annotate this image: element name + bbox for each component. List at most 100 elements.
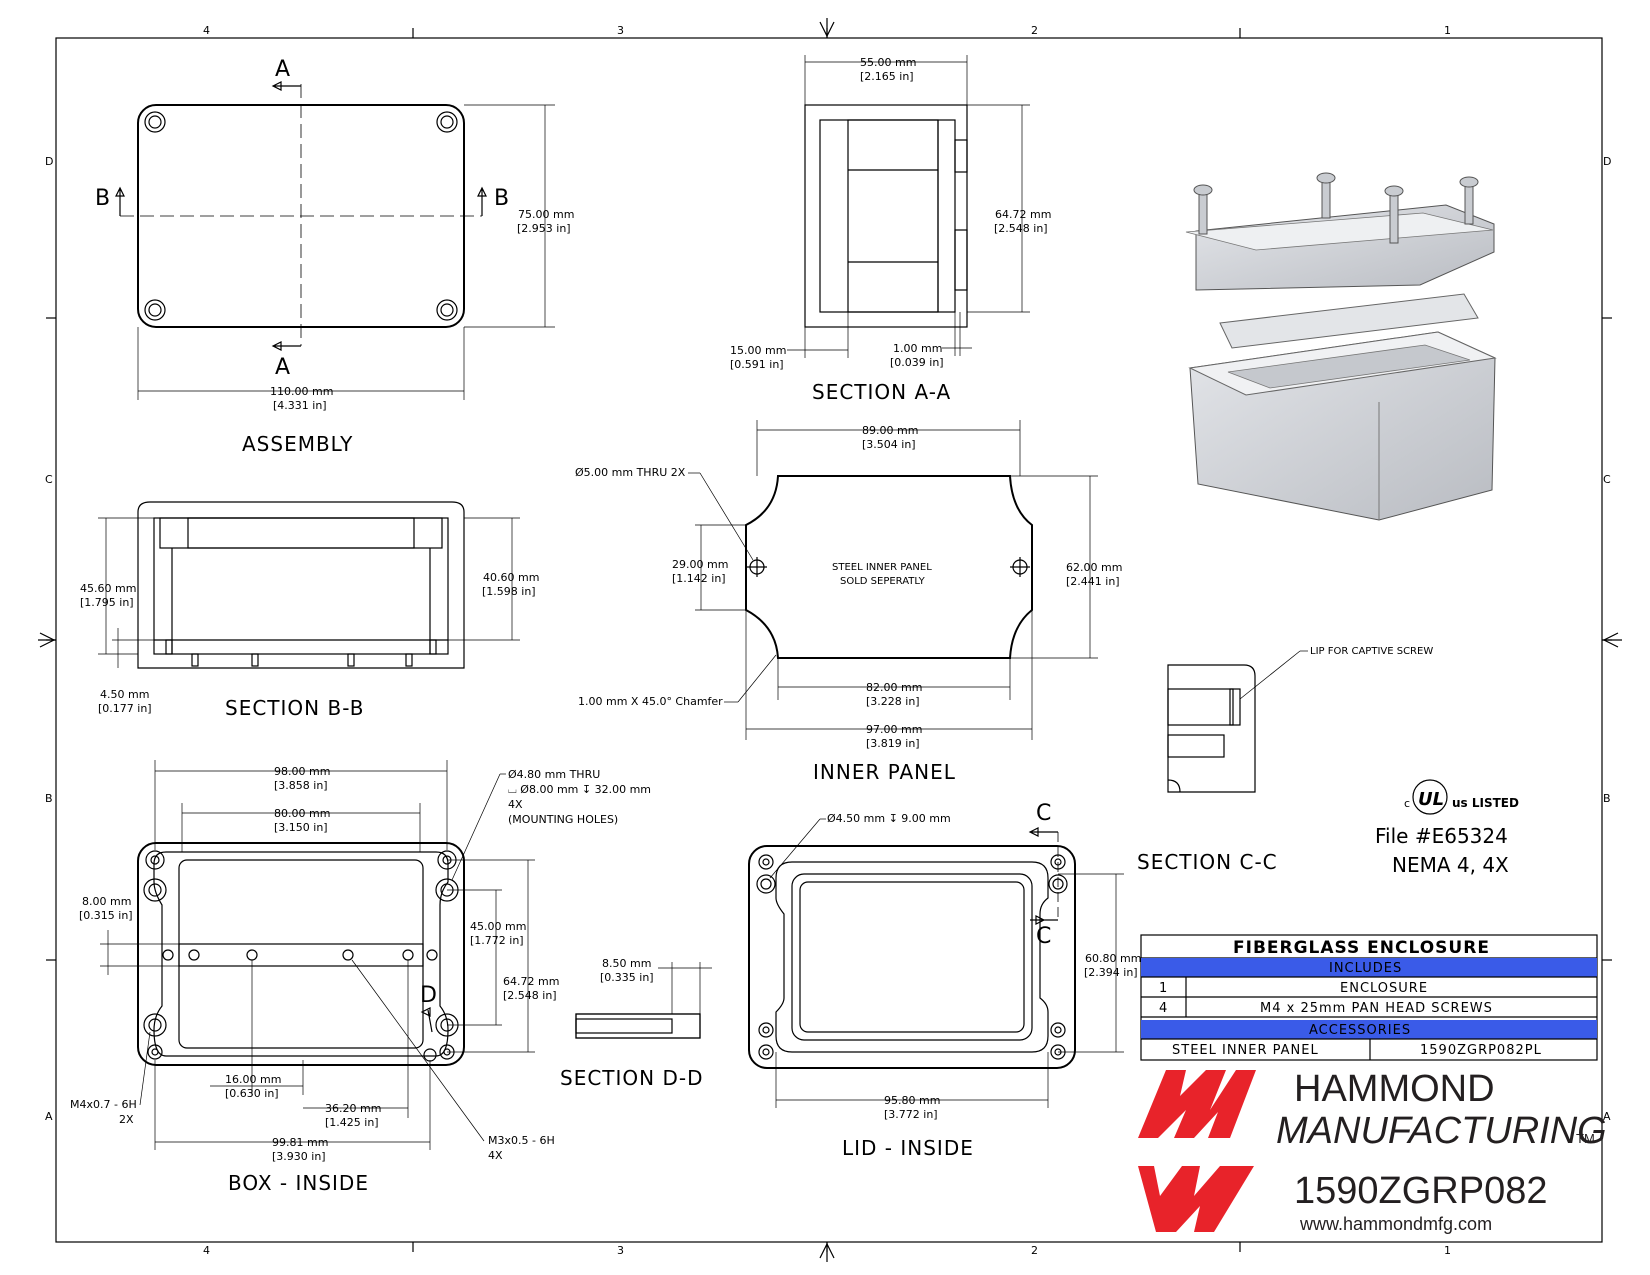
inner-panel-view: STEEL INNER PANEL SOLD SEPERATLY Ø5.00 m… [575, 420, 1122, 784]
ul-file-number: File #E65324 [1375, 824, 1508, 848]
assembly-section-b-right: B [494, 186, 509, 211]
section-aa-right-mm: 1.00 mm [893, 342, 942, 355]
assembly-height-mm: 75.00 mm [518, 208, 574, 221]
brand-tm: TM [1576, 1131, 1595, 1146]
box-mount-note-1: Ø4.80 mm THRU [508, 768, 600, 781]
box-left-in: [0.315 in] [79, 909, 133, 922]
lid-right-mm: 60.80 mm [1085, 952, 1141, 965]
assembly-section-b-left: B [95, 186, 110, 211]
section-bb-right-in: [1.598 in] [482, 585, 536, 598]
zone-bottom-1: 1 [1444, 1244, 1451, 1257]
assembly-title: ASSEMBLY [242, 432, 353, 456]
part-number: 1590ZGRP082 [1294, 1170, 1548, 1212]
box-b1-in: [0.630 in] [225, 1087, 279, 1100]
zone-labels: 4 3 2 1 4 3 2 1 D C B A D C B A [45, 24, 1611, 1257]
lid-section-c-top: C [1036, 801, 1051, 826]
inner-panel-hole-note: Ø5.00 mm THRU 2X [575, 466, 686, 479]
bom-accessories-header: ACCESSORIES [1309, 1023, 1411, 1038]
inner-panel-inner-bottom-mm: 82.00 mm [866, 681, 922, 694]
bom-row2-qty: 4 [1159, 1001, 1168, 1016]
box-top1-in: [3.858 in] [274, 779, 328, 792]
inner-panel-top-in: [3.504 in] [862, 438, 916, 451]
section-bb-left-mm: 45.60 mm [80, 582, 136, 595]
bom-accessories-band [1141, 1020, 1597, 1039]
box-top2-mm: 80.00 mm [274, 807, 330, 820]
section-bb-bottom-mm: 4.50 mm [100, 688, 149, 701]
section-aa-top-mm: 55.00 mm [860, 56, 916, 69]
inner-panel-bottom-in: [3.819 in] [866, 737, 920, 750]
row-left-b: B [45, 792, 53, 805]
lid-right-in: [2.394 in] [1084, 966, 1138, 979]
lid-inside-view: C C Ø4.50 mm ↧ 9.00 mm 60.80 mm [2.394 i… [748, 801, 1141, 1160]
box-b2-in: [1.425 in] [325, 1116, 379, 1129]
section-aa-right-in: [0.039 in] [890, 356, 944, 369]
section-aa-left-in: [0.591 in] [730, 358, 784, 371]
section-aa-height-mm: 64.72 mm [995, 208, 1051, 221]
row-left-c: C [45, 473, 53, 486]
ul-listed: us LISTED [1452, 796, 1519, 810]
assembly-width-in: [4.331 in] [273, 399, 327, 412]
ul-certification: c UL us LISTED File #E65324 NEMA 4, 4X [1375, 779, 1519, 877]
bom-accessory-desc: STEEL INNER PANEL [1172, 1043, 1319, 1058]
box-top2-in: [3.150 in] [274, 821, 328, 834]
box-thread-left-1: M4x0.7 - 6H [70, 1098, 137, 1111]
assembly-section-a-bottom: A [275, 355, 290, 380]
inner-panel-text-2: SOLD SEPERATLY [840, 576, 926, 587]
brand-line-2: MANUFACTURING [1276, 1110, 1607, 1152]
bom-table: FIBERGLASS ENCLOSURE INCLUDES 1 ENCLOSUR… [1140, 934, 1598, 1061]
bom-row1-qty: 1 [1159, 981, 1168, 996]
box-section-d: D [420, 983, 437, 1008]
box-left-mm: 8.00 mm [82, 895, 131, 908]
zone-top-2: 2 [1031, 24, 1038, 37]
section-aa-title: SECTION A-A [812, 380, 951, 404]
row-right-c: C [1603, 473, 1611, 486]
bom-accessory-part: 1590ZGRP082PL [1420, 1043, 1542, 1058]
assembly-height-in: [2.953 in] [517, 222, 571, 235]
hammond-logo [1138, 1070, 1256, 1232]
lid-hole-note: Ø4.50 mm ↧ 9.00 mm [827, 812, 951, 825]
box-right2-mm: 64.72 mm [503, 975, 559, 988]
assembly-view: A A B B 75.00 mm [2.953 in] 110.00 mm [4… [95, 57, 574, 456]
section-bb-bottom-in: [0.177 in] [98, 702, 152, 715]
row-right-a: A [1603, 1110, 1611, 1123]
section-dd-in: [0.335 in] [600, 971, 654, 984]
section-dd-mm: 8.50 mm [602, 957, 651, 970]
zone-bottom-2: 2 [1031, 1244, 1038, 1257]
box-inside-title: BOX - INSIDE [228, 1171, 369, 1195]
ul-c-mark: c [1404, 797, 1410, 810]
inner-panel-right-mm: 62.00 mm [1066, 561, 1122, 574]
brand-line-1: HAMMOND [1294, 1068, 1495, 1110]
section-bb-view: 45.60 mm [1.795 in] 40.60 mm [1.598 in] … [80, 501, 539, 720]
section-aa-top-in: [2.165 in] [860, 70, 914, 83]
inner-panel-bottom-mm: 97.00 mm [866, 723, 922, 736]
inner-panel-top-mm: 89.00 mm [862, 424, 918, 437]
box-right1-mm: 45.00 mm [470, 920, 526, 933]
section-bb-left-in: [1.795 in] [80, 596, 134, 609]
section-aa-height-in: [2.548 in] [994, 222, 1048, 235]
section-aa-view: 55.00 mm [2.165 in] 64.72 mm [2.548 in] … [730, 55, 1051, 404]
lid-inside-title: LID - INSIDE [842, 1136, 974, 1160]
section-dd-view: 8.50 mm [0.335 in] SECTION D-D [560, 957, 712, 1090]
assembly-width-mm: 110.00 mm [270, 385, 333, 398]
section-bb-title: SECTION B-B [225, 696, 364, 720]
box-mount-note-4: (MOUNTING HOLES) [508, 813, 618, 826]
section-cc-view: LIP FOR CAPTIVE SCREW SECTION C-C [1137, 646, 1433, 874]
section-cc-title: SECTION C-C [1137, 850, 1278, 874]
bom-row2-desc: M4 x 25mm PAN HEAD SCREWS [1260, 1001, 1493, 1016]
row-right-d: D [1603, 155, 1611, 168]
inner-panel-chamfer-note: 1.00 mm X 45.0° Chamfer [578, 695, 723, 708]
lid-bottom-in: [3.772 in] [884, 1108, 938, 1121]
row-right-b: B [1603, 792, 1611, 805]
box-thread-right-1: M3x0.5 - 6H [488, 1134, 555, 1147]
nema-rating: NEMA 4, 4X [1392, 853, 1509, 877]
zone-bottom-3: 3 [617, 1244, 624, 1257]
lid-section-c-bottom: C [1036, 924, 1051, 949]
box-thread-right-2: 4X [488, 1149, 503, 1162]
zone-top-1: 1 [1444, 24, 1451, 37]
bom-includes-band [1141, 958, 1597, 977]
inner-panel-left-in: [1.142 in] [672, 572, 726, 585]
box-mount-note-2: ⌴ Ø8.00 mm ↧ 32.00 mm [508, 783, 651, 796]
zone-top-3: 3 [617, 24, 624, 37]
inner-panel-inner-bottom-in: [3.228 in] [866, 695, 920, 708]
